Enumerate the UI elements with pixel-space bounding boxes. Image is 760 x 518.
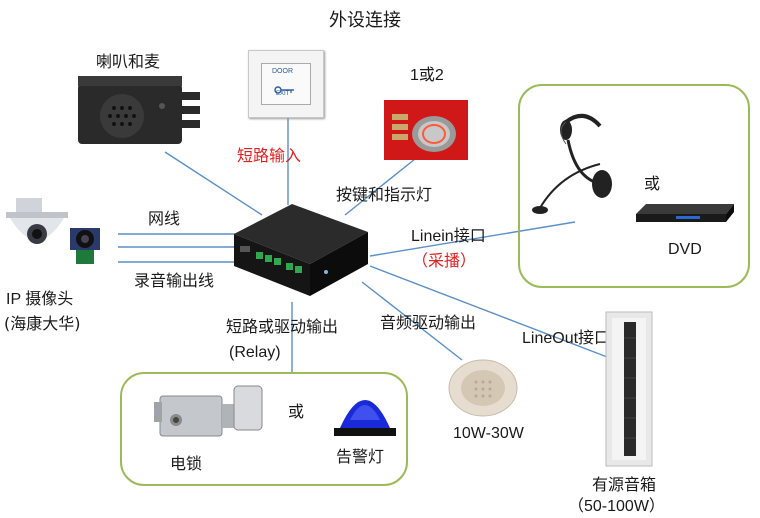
short-input-label: 短路输入 [237, 148, 301, 164]
speaker-power-label: 10W-30W [453, 426, 524, 442]
or-dvd-label: 或 [644, 176, 660, 192]
headset-device [530, 104, 640, 220]
alarm-light-label: 告警灯 [336, 449, 384, 465]
column-speaker-device [602, 308, 656, 470]
diagram-title: 外设连接 [329, 12, 401, 30]
record-line-label: 录音输出线 [134, 273, 214, 289]
relay-label: (Relay) [229, 345, 281, 361]
ip-camera-device [0, 192, 112, 270]
door-exit-button-device: DOOR EXIT [248, 50, 324, 118]
door-text: DOOR [272, 68, 293, 75]
linein-label: Linein接口 [411, 229, 486, 245]
button-indicator-device [384, 100, 468, 160]
ip-camera-label: IP 摄像头 [6, 292, 73, 308]
one-or-two-label: 1或2 [410, 68, 444, 84]
key-icon [274, 79, 296, 87]
relay-output-label: 短路或驱动输出 [226, 319, 338, 335]
door-exit-inner: DOOR EXIT [261, 63, 311, 105]
ip-camera-brand-label: (海康大华) [4, 316, 81, 332]
controller-box [228, 198, 374, 302]
speaker-mic-device [70, 70, 210, 152]
button-led-label: 按键和指示灯 [336, 187, 432, 203]
network-label: 网线 [148, 211, 180, 227]
electric-lock-device [150, 380, 270, 450]
lock-label: 电锁 [170, 456, 202, 472]
dvd-label: DVD [668, 242, 702, 258]
exit-text: EXIT [276, 91, 289, 97]
lineout-label: LineOut接口 [522, 331, 610, 347]
ceiling-speaker-device [446, 358, 520, 418]
active-speaker-label: 有源音箱 [592, 477, 656, 493]
or-lock-label: 或 [288, 404, 304, 420]
linein-collect-label: （采播） [412, 253, 476, 269]
active-speaker-power-label: （50-100W） [568, 499, 665, 515]
audio-drive-label: 音频驱动输出 [380, 315, 476, 331]
dvd-player-device [636, 200, 736, 224]
speaker-mic-label: 喇叭和麦 [96, 54, 160, 70]
alarm-light-device [332, 384, 398, 440]
